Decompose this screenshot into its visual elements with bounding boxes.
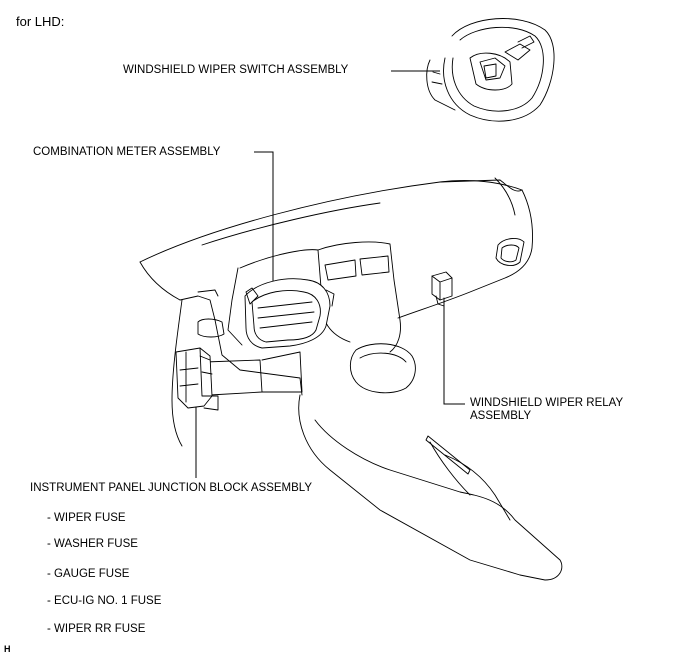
steering-wheel-illustration bbox=[426, 18, 555, 122]
leader-wiper-relay bbox=[443, 300, 465, 405]
diagram-header: for LHD: bbox=[16, 14, 65, 29]
label-junction-block: INSTRUMENT PANEL JUNCTION BLOCK ASSEMBLY bbox=[30, 482, 313, 494]
leader-lines bbox=[195, 70, 465, 478]
figure-code: H bbox=[4, 644, 11, 654]
label-wiper-relay-line2: ASSEMBLY bbox=[470, 410, 532, 422]
fuse-item: - ECU-IG NO. 1 FUSE bbox=[47, 595, 162, 607]
label-combination-meter: COMBINATION METER ASSEMBLY bbox=[33, 146, 221, 158]
fuse-item: - WASHER FUSE bbox=[47, 538, 138, 550]
label-wiper-switch: WINDSHIELD WIPER SWITCH ASSEMBLY bbox=[123, 64, 349, 76]
fuse-item: - WIPER FUSE bbox=[47, 512, 126, 524]
label-wiper-relay-line1: WINDSHIELD WIPER RELAY bbox=[470, 397, 624, 409]
leader-combination-meter bbox=[254, 151, 274, 288]
dashboard-illustration-body bbox=[139, 177, 563, 581]
fuse-item: - WIPER RR FUSE bbox=[47, 623, 146, 635]
fuse-item: - GAUGE FUSE bbox=[47, 568, 130, 580]
